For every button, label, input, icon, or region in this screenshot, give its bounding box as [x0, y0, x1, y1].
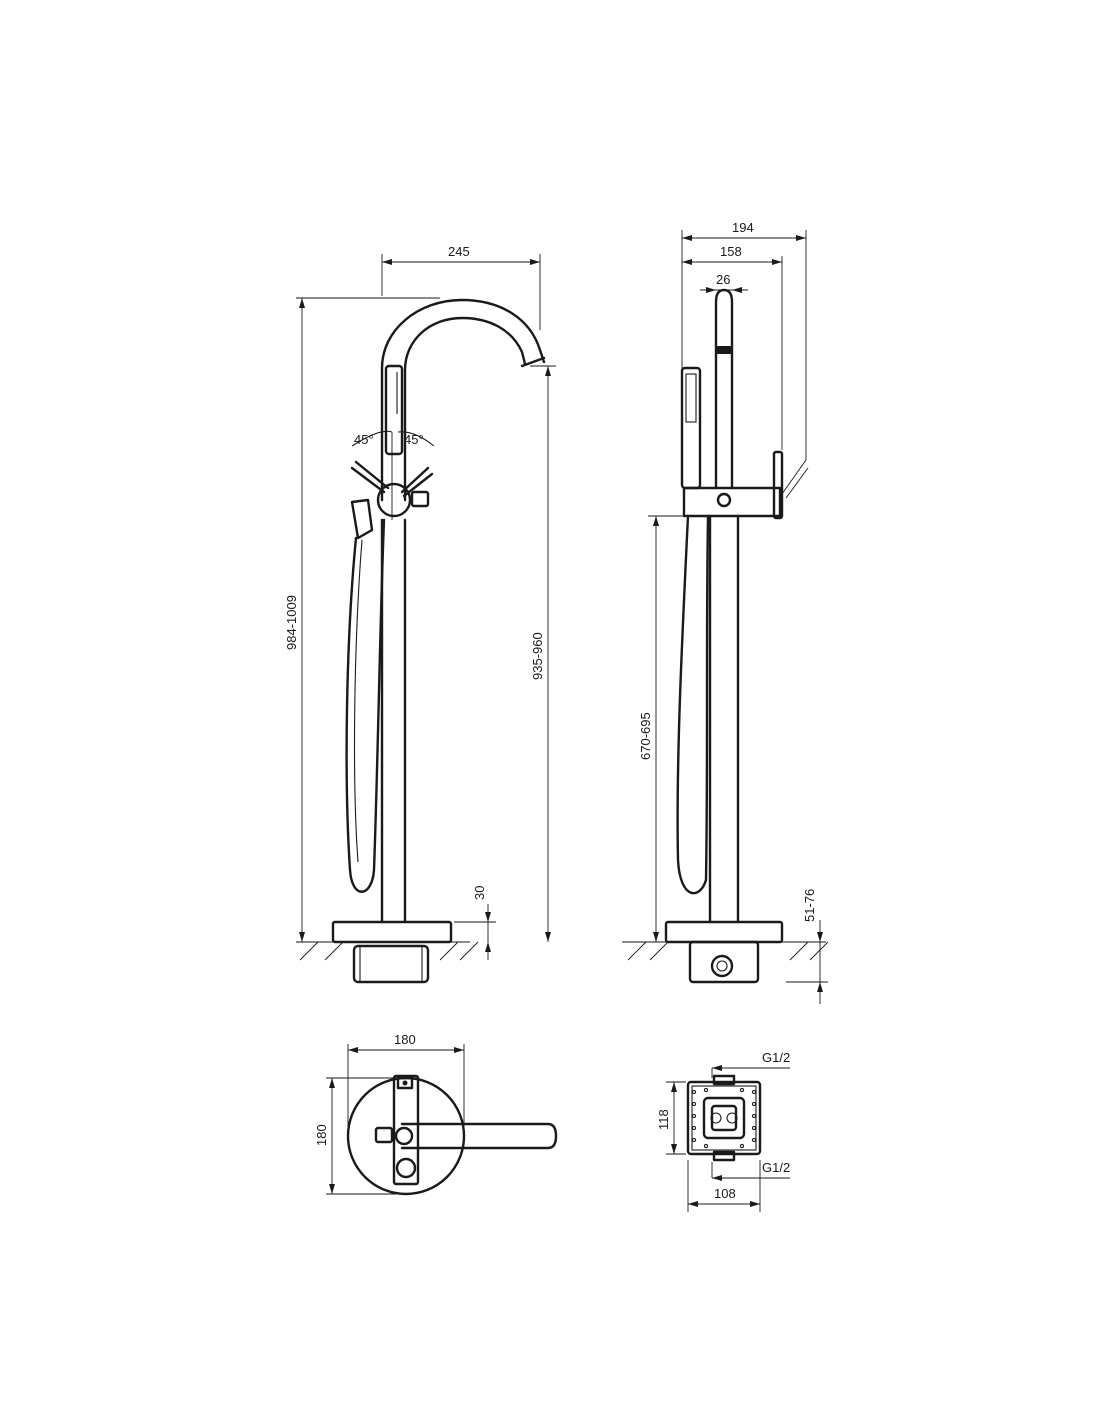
box-view: G1/2 G1/2 118 108 [656, 1050, 790, 1212]
angle-left-label: 45° [354, 432, 374, 447]
box-thread-bottom-label: G1/2 [762, 1160, 790, 1175]
side-body-depth-label: 158 [720, 244, 742, 259]
side-pipe-diameter-label: 26 [716, 272, 730, 287]
side-hose-height-label: 670-695 [638, 712, 653, 760]
top-height-label: 180 [314, 1124, 329, 1146]
front-view: 45° 45° 245 984-1009 935-960 30 [284, 244, 556, 984]
top-width-label: 180 [394, 1032, 416, 1047]
front-spout-height-label: 935-960 [530, 632, 545, 680]
side-view: 194 158 26 670-695 51-76 [622, 220, 829, 1004]
spout-aerator-icon [716, 346, 732, 354]
floor-hatch-front [299, 941, 479, 961]
front-total-height-label: 984-1009 [284, 595, 299, 650]
box-height-label: 118 [656, 1109, 671, 1130]
mounting-holes [691, 1087, 757, 1149]
front-width-label: 245 [448, 244, 470, 259]
floor-hatch-side [627, 941, 829, 961]
front-base-height-label: 30 [472, 886, 487, 900]
angle-right-label: 45° [404, 432, 424, 447]
box-width-label: 108 [714, 1186, 736, 1201]
top-view: 180 180 [314, 1032, 558, 1196]
box-thread-top-label: G1/2 [762, 1050, 790, 1065]
side-overall-depth-label: 194 [732, 220, 754, 235]
side-install-depth-label: 51-76 [802, 889, 817, 922]
